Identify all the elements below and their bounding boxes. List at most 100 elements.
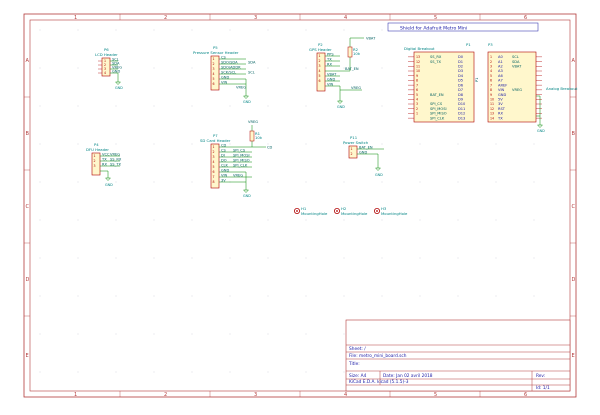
title-block-rev: Rev: [536, 373, 545, 379]
lcd-pin-3: 3 [104, 67, 106, 71]
sd-header-value: SD Card Header [200, 138, 231, 143]
digital-pin-number: 2 [416, 107, 418, 111]
row-label-d: D [26, 277, 30, 283]
mounting-hole-h3[interactable]: H3 MountingHole [373, 206, 408, 216]
sd-net-cd: CD [221, 144, 227, 148]
mounting-hole-h1[interactable]: H1 MountingHole [293, 206, 328, 216]
row-label-a-right: A [572, 58, 576, 64]
power-switch[interactable]: P11 Power Switch BAT_EN GND 1 2 GND [343, 135, 384, 177]
sd-card-header[interactable]: P7 SD Card Header VREG R1 10k CD CD CS D… [200, 120, 273, 198]
analog-breakout-body [487, 51, 537, 123]
analog-pin-number: 11 [490, 102, 494, 106]
analog-gnd-icon [536, 124, 544, 128]
analog-net-label: SDA [512, 60, 520, 64]
gps-resistor-ref: R2 [353, 47, 359, 52]
lcd-gnd-label: GND [115, 86, 123, 90]
gps-header-ref: P2 [318, 42, 323, 47]
gps-header[interactable]: P2 GPS Header R2 10k VBAT PPS TX RX GND … [309, 37, 376, 110]
sd-net-do: DO [221, 159, 227, 163]
power-switch-ref: P11 [350, 135, 358, 140]
sd-net-gnd: GND [221, 169, 229, 173]
mounting-hole-h2-icon [333, 207, 340, 214]
dfu-gnd-label: GND [105, 183, 113, 187]
gps-pin-4: 4 [319, 69, 321, 73]
sd-net-vin: VIN [221, 174, 228, 178]
analog-pin-number: 6 [490, 79, 492, 83]
title-block-size: Size: A4 [349, 373, 367, 379]
pressure-pin-3: 3 [213, 67, 215, 71]
mounting-hole-h1-center [296, 210, 298, 212]
lcd-net-scl: SCL [112, 58, 119, 62]
lcd-header[interactable]: P6 LCD Header 1 2 3 4 SCL SDA VREG GND G… [95, 47, 123, 90]
row-label-e-right: E [572, 353, 575, 359]
sd-out-spi-mosi: SPI_MOSI [233, 154, 250, 158]
lcd-net-sda: SDA [112, 62, 120, 66]
title-block: Sheet: / File: metro_mini_board.sch Titl… [345, 319, 571, 392]
analog-signal-a2: A2 [498, 64, 503, 68]
dfu-out-ss-rx: SS_RX [110, 158, 122, 162]
sd-pin-2: 2 [213, 150, 215, 154]
gps-pin-2: 2 [319, 59, 321, 63]
dfu-header[interactable]: P4 DFU Header VCC TX RX VREG SS_RX SS_TX… [86, 142, 122, 187]
pressure-sensor-header[interactable]: P5 Pressure Sensor Header CS SDO/SDA SDO… [193, 45, 256, 104]
analog-pin-number: 14 [490, 116, 494, 120]
col-label-2-bottom: 2 [164, 392, 167, 398]
analog-signal-a3: A3 [498, 69, 503, 73]
digital-net-label: SPI_MOSI [430, 107, 447, 111]
analog-net-label: VBAT [512, 64, 522, 68]
analog-signal-aref: AREF [498, 83, 507, 87]
sd-pin-4: 4 [213, 160, 215, 164]
mounting-hole-h3-value: MountingHole [381, 211, 408, 216]
col-label-3: 3 [254, 15, 257, 21]
mounting-hole-h2-value: MountingHole [341, 211, 368, 216]
power-switch-pin-1: 1 [351, 147, 353, 151]
sd-out-spi-cs: SPI_CS [233, 149, 246, 153]
gps-net-tx: TX [326, 58, 332, 62]
digital-pin-number: 3 [416, 102, 418, 106]
title-block-sheet: Sheet: / [349, 346, 366, 352]
digital-breakout-value: Digital Breakout [404, 46, 435, 51]
analog-breakout-ref: P3 [488, 42, 493, 47]
pressure-pin-5: 5 [213, 77, 215, 81]
dfu-pin-2: 2 [94, 159, 96, 163]
title-block-title: Title: [348, 361, 360, 367]
digital-net-label: SPI_CLK [430, 116, 445, 120]
mounting-hole-h1-ref: H1 [301, 206, 307, 211]
sd-net-3v: 3V [221, 179, 226, 183]
dfu-net-rx: RX [102, 163, 107, 167]
digital-signal-d5: D5 [458, 79, 463, 83]
gps-net-vin: VIN [327, 83, 334, 87]
pressure-pin-2: 2 [213, 62, 215, 66]
digital-pin-number: 5 [416, 93, 418, 97]
gps-vbat-label: VBAT [366, 37, 376, 41]
digital-net-label: SS_TX [430, 60, 442, 64]
analog-pin-number: 9 [490, 93, 492, 97]
pressure-net-gnd: GND [221, 76, 229, 80]
pressure-pin-6: 6 [213, 82, 215, 86]
title-block-date: Date: Jan 02 avril 2018 [383, 373, 433, 379]
sd-pin-1: 1 [213, 145, 215, 149]
digital-pin-number: 12 [416, 60, 420, 64]
row-label-e: E [26, 353, 29, 359]
title-block-kicad: KiCad E.D.A. kicad (5.1.5)-3 [349, 379, 409, 385]
analog-signal-a0: A0 [498, 55, 503, 59]
dfu-out-vreg: VREG [110, 153, 120, 157]
pressure-gnd-icon [242, 95, 250, 99]
gps-gnd-icon [336, 100, 344, 104]
col-label-1: 1 [74, 15, 77, 21]
digital-pin-number: 6 [416, 88, 418, 92]
pressure-header-ref: P5 [213, 45, 218, 50]
digital-signal-d0: D0 [458, 55, 464, 59]
power-switch-gnd-label: GND [375, 173, 383, 177]
gps-pin-3: 3 [319, 64, 321, 68]
sd-pin-5: 5 [213, 165, 215, 169]
analog-pin-number: 7 [490, 83, 492, 87]
dfu-out-ss-tx: SS_TX [110, 163, 122, 167]
analog-signal-tx: TX [497, 116, 503, 120]
analog-pin-number: 10 [490, 97, 494, 101]
mounting-hole-h2[interactable]: H2 MountingHole [333, 206, 368, 216]
dfu-header-body [91, 152, 101, 176]
